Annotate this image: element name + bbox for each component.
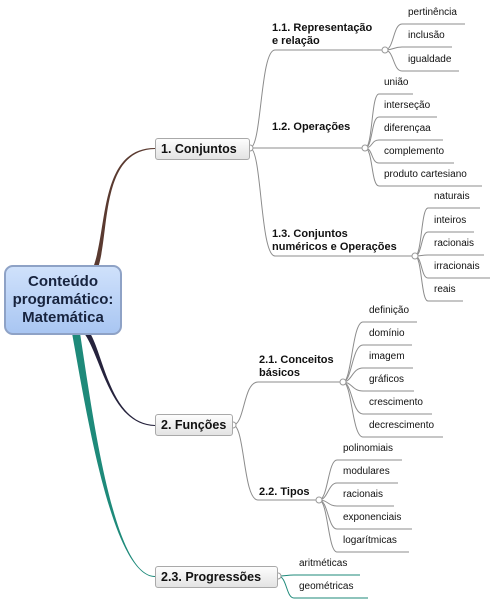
leaf-intersecao[interactable]: interseção [384,100,431,111]
leaf-modulares[interactable]: modulares [343,466,390,477]
topic-conjuntos-label: 1. Conjuntos [161,142,237,156]
leaf-diferenca[interactable]: diferençaa [384,123,431,134]
subtopic-representacao-line-1: 1.1. Representação [272,22,373,34]
root-line-1: Conteúdo [28,273,98,290]
topic-progressoes-label: 2.3. Progressões [161,570,262,584]
leaf-pertinencia[interactable]: pertinência [408,7,457,18]
leaf-inclusao[interactable]: inclusão [408,30,445,41]
leaf-geometricas[interactable]: geométricas [299,581,354,592]
root-line-3: Matemática [22,309,104,326]
leaf-naturais[interactable]: naturais [434,191,470,202]
leaf-graficos[interactable]: gráficos [369,374,405,385]
subtopic-numericos-line-1: 1.3. Conjuntos [272,228,348,240]
topic-funcoes-label: 2. Funções [161,418,227,432]
leaf-decrescimento[interactable]: decrescimento [369,420,435,431]
subtopic-numericos[interactable]: 1.3. Conjuntos numéricos e Operações [272,228,397,254]
topic-conjuntos[interactable]: 1. Conjuntos [155,138,250,160]
topic-progressoes[interactable]: 2.3. Progressões [155,566,278,588]
leaf-logaritmicas[interactable]: logarítmicas [343,535,397,546]
leaf-crescimento[interactable]: crescimento [369,397,423,408]
leaf-aritmeticas[interactable]: aritméticas [299,558,348,569]
leaf-irracionais[interactable]: irracionais [434,261,480,272]
subtopic-conceitos-basicos-line-1: 2.1. Conceitos [259,354,334,366]
root-line-2: programático: [12,291,114,308]
leaf-complemento[interactable]: complemento [384,146,445,157]
leaf-reais[interactable]: reais [434,284,456,295]
leaf-imagem[interactable]: imagem [369,351,405,362]
topic-funcoes[interactable]: 2. Funções [155,414,233,436]
leaf-polinomiais[interactable]: polinomiais [343,443,394,454]
leaf-produto-cartesiano[interactable]: produto cartesiano [384,169,467,180]
subtopic-operacoes[interactable]: 1.2. Operações [272,121,350,134]
subtopic-operacoes-label: 1.2. Operações [272,121,351,133]
subtopic-tipos-label: 2.2. Tipos [259,486,310,498]
leaf-definicao[interactable]: definição [369,305,410,316]
leaf-igualdade[interactable]: igualdade [408,54,452,65]
subtopic-conceitos-basicos[interactable]: 2.1. Conceitos básicos [259,354,334,380]
subtopic-numericos-line-2: numéricos e Operações [272,241,397,253]
subtopic-tipos[interactable]: 2.2. Tipos [259,486,310,499]
root-topic[interactable]: Conteúdo programático: Matemática [4,265,122,335]
leaf-dominio[interactable]: domínio [369,328,405,339]
leaf-uniao[interactable]: união [384,77,409,88]
leaf-inteiros[interactable]: inteiros [434,215,467,226]
leaf-racionais-tipo[interactable]: racionais [343,489,384,500]
leaf-exponenciais[interactable]: exponenciais [343,512,402,523]
subtopic-representacao[interactable]: 1.1. Representação e relação [272,22,372,48]
subtopic-representacao-line-2: e relação [272,35,320,47]
subtopic-conceitos-basicos-line-2: básicos [259,367,300,379]
leaf-racionais[interactable]: racionais [434,238,475,249]
